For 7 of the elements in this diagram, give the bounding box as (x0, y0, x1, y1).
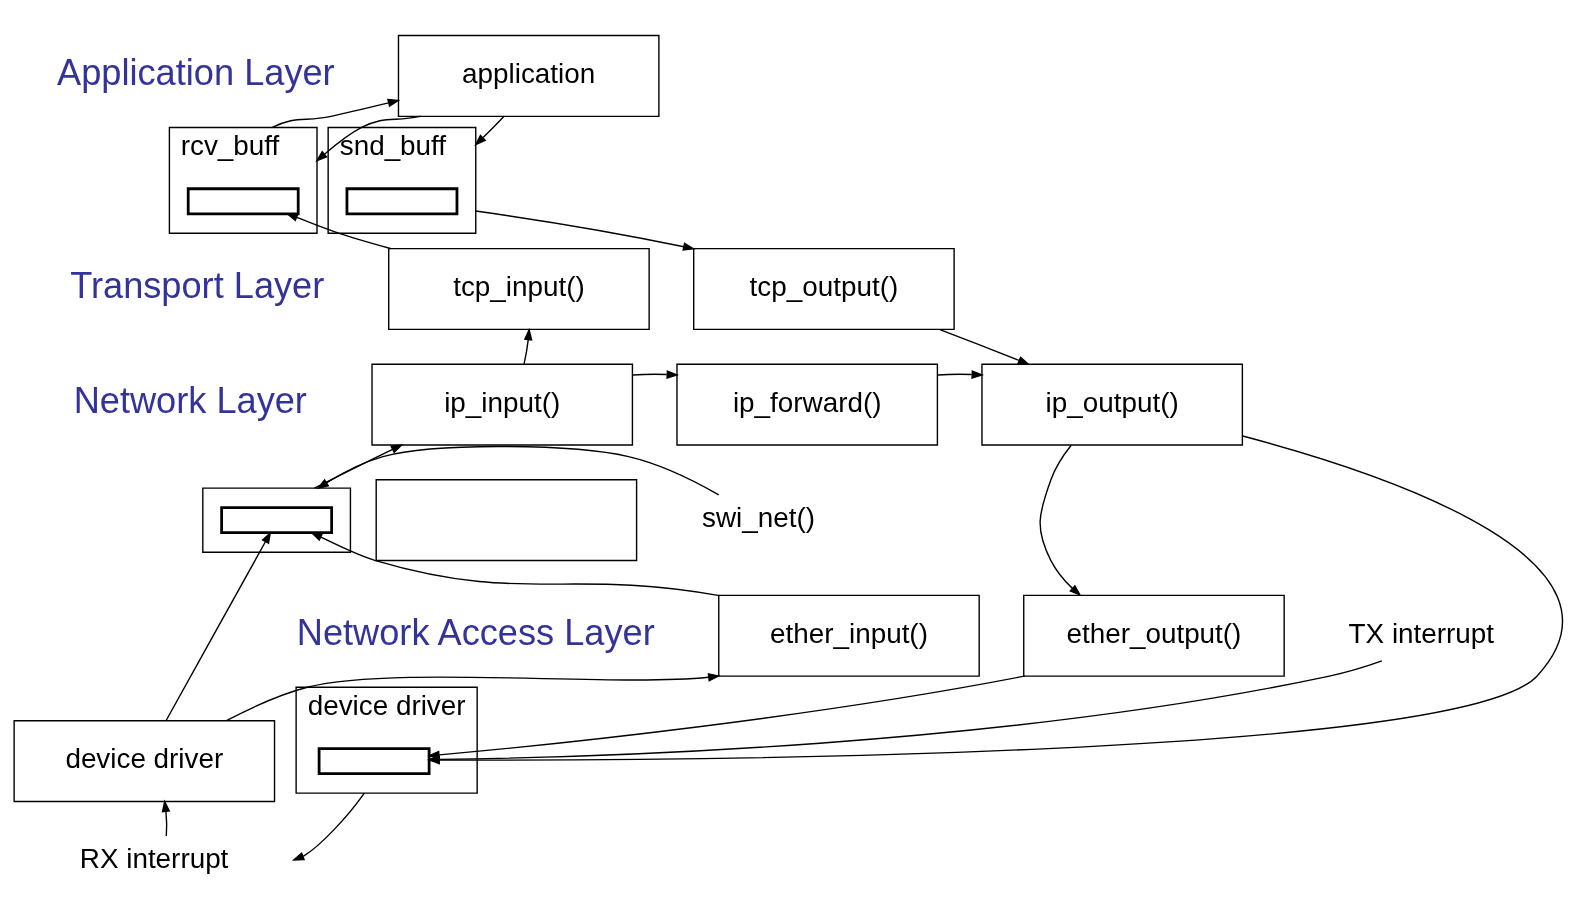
label: Network Layer (73, 380, 307, 422)
label: Application Layer (57, 51, 335, 93)
node-text: swi_net() (701, 502, 815, 534)
node-text: RX interrupt (79, 843, 229, 875)
label: Network Access Layer (296, 611, 655, 653)
label: Transport Layer (70, 264, 325, 306)
node-text: TX interrupt (1348, 617, 1495, 649)
